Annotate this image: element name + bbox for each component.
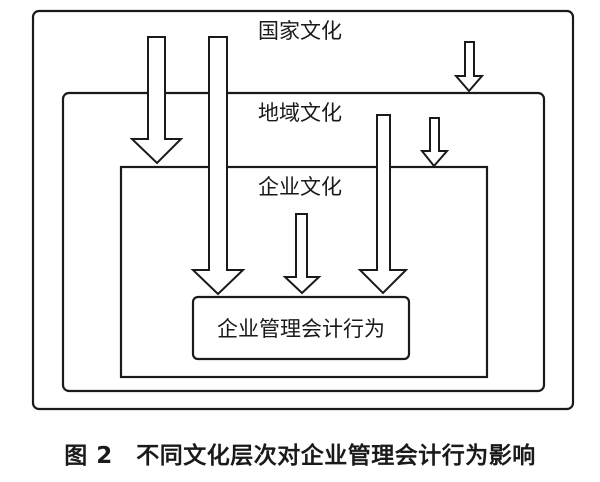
management-accounting-behavior-label: 企业管理会计行为 bbox=[217, 317, 385, 341]
regional-culture-label: 地域文化 bbox=[258, 101, 342, 125]
national-to-corporate-arrow bbox=[129, 36, 184, 165]
regional-culture-frame bbox=[61, 91, 546, 393]
corporate-culture-label: 企业文化 bbox=[258, 175, 342, 199]
figure-caption: 图 2 不同文化层次对企业管理会计行为影响 bbox=[64, 443, 536, 469]
national-to-regional-arrow bbox=[453, 41, 485, 93]
national-culture-frame bbox=[31, 9, 575, 411]
corporate-culture-frame bbox=[119, 165, 489, 379]
national-culture-label: 国家文化 bbox=[258, 19, 342, 43]
corporate-to-behavior-arrow bbox=[282, 213, 322, 295]
national-to-behavior-arrow bbox=[190, 36, 246, 296]
regional-to-behavior-arrow bbox=[357, 114, 409, 295]
management-accounting-behavior-box bbox=[191, 295, 411, 361]
culture-influence-diagram: 国家文化 地域文化 企业文化 企业管理会计行为 bbox=[31, 9, 575, 411]
regional-to-corporate-arrow bbox=[419, 117, 450, 168]
